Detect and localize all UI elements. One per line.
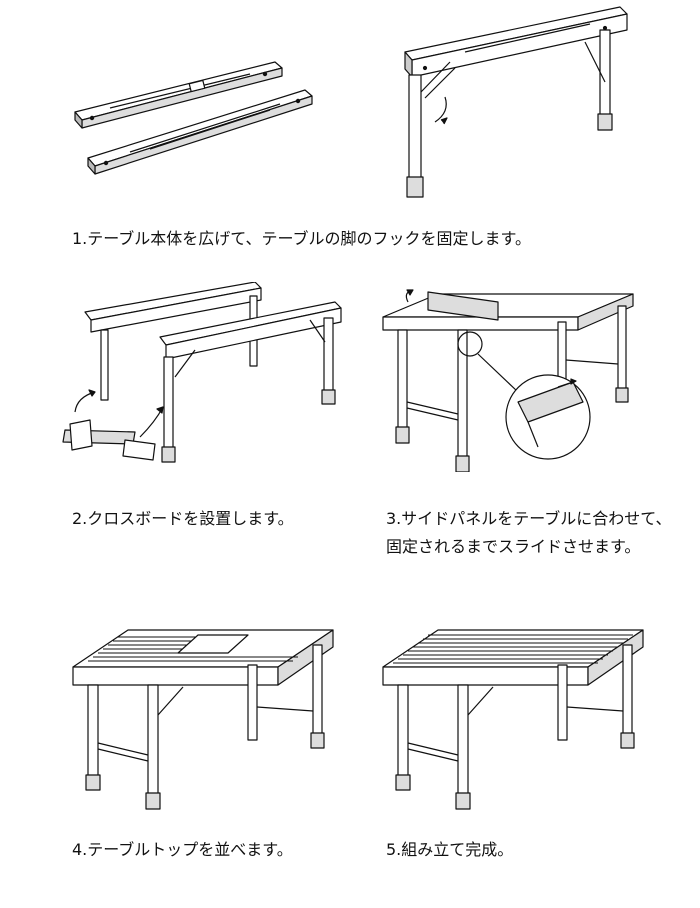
step3-caption-line2: 固定されるまでスライドさせます。	[386, 537, 641, 556]
step2-caption: 2.クロスボードを設置します。	[72, 509, 294, 528]
step3-illustration	[378, 282, 678, 472]
step5-illustration	[378, 625, 648, 810]
step5-caption: 5.組み立て完成。	[386, 840, 514, 859]
step3-caption-line1: 3.サイドパネルをテーブルに合わせて、	[386, 509, 672, 528]
step4-caption: 4.テーブルトップを並べます。	[72, 840, 293, 859]
step1-caption: 1.テーブル本体を広げて、テーブルの脚のフックを固定します。	[72, 229, 531, 248]
step1-illustration-unfolded-leg	[395, 2, 635, 202]
step4-illustration	[68, 625, 338, 810]
step2-illustration	[45, 282, 345, 482]
step1-illustration-rails	[70, 50, 330, 180]
